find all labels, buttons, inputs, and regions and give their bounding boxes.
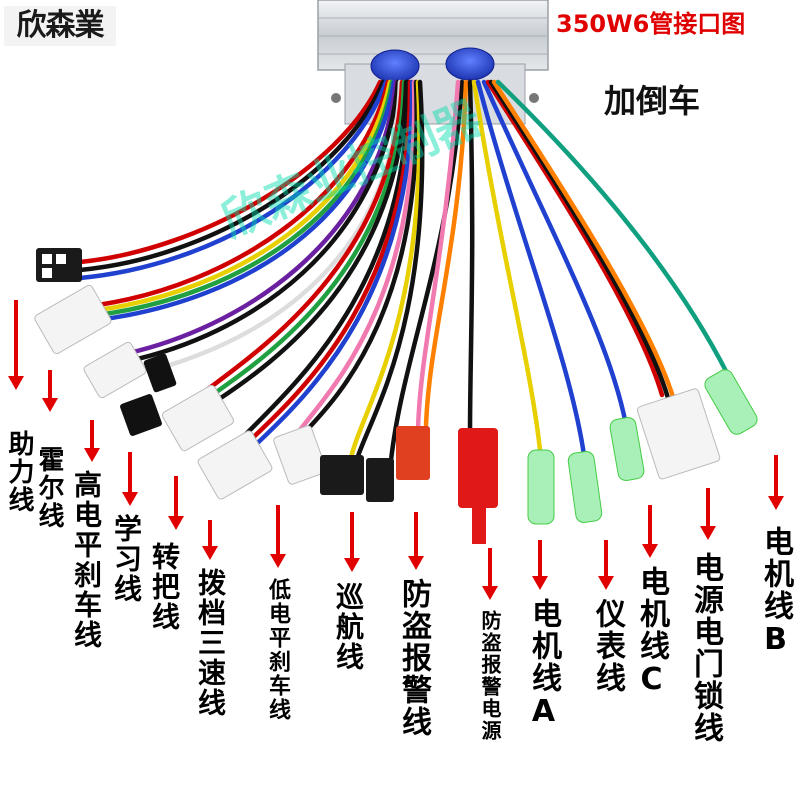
arrow-head [84, 448, 100, 462]
arrow-head [168, 516, 184, 530]
arrow-head [408, 556, 424, 570]
motor-c-bullet [609, 416, 645, 482]
wire-bundle [77, 79, 731, 473]
arrow-head [8, 376, 24, 390]
brand-logo: 欣森業 [4, 6, 116, 46]
three-speed-connector [197, 430, 273, 500]
high-brake-connector [83, 341, 147, 399]
label-high-brake: 高电平刹车线 [70, 470, 103, 650]
page-subtitle: 加倒车 [604, 82, 701, 120]
page-title: 350W6管接口图 [556, 10, 746, 38]
label-alarm: 防盗报警线 [396, 578, 431, 738]
label-motor-a: 电机线A [526, 598, 561, 731]
label-three-speed: 拨档三速线 [194, 568, 227, 718]
label-alarm-power: 防盗报警电源 [478, 610, 502, 742]
low-brake-connector [273, 425, 327, 485]
meter-bullet [567, 451, 603, 523]
label-power-lock: 电源电门锁线 [688, 552, 723, 744]
left-grommet [370, 49, 420, 83]
throttle-connector [161, 384, 235, 452]
arrows [8, 300, 784, 600]
alarm-power-connector [458, 428, 498, 508]
label-assist: 助力线 [4, 430, 34, 514]
label-cruise: 巡航线 [332, 582, 365, 672]
connectors [34, 248, 758, 544]
arrow-head [598, 576, 614, 590]
arrow-head [768, 496, 784, 510]
motor-a-bullet [527, 449, 555, 525]
arrow-head [482, 586, 498, 600]
right-grommet [445, 47, 495, 81]
arrow-head [270, 554, 286, 568]
controller-box [317, 0, 549, 125]
alarm-red-connector [396, 426, 430, 480]
label-motor-b: 电机线B [758, 526, 793, 659]
label-learn: 学习线 [110, 514, 143, 604]
arrow-head [642, 544, 658, 558]
cruise-connector [320, 455, 364, 495]
label-meter: 仪表线 [590, 598, 625, 694]
arrow-head [700, 526, 716, 540]
alarm-black-connector [366, 458, 394, 502]
arrow-head [42, 398, 58, 412]
arrow-head [202, 546, 218, 560]
arrow-head [532, 576, 548, 590]
label-hall: 霍尔线 [34, 446, 64, 530]
arrow-head [122, 492, 138, 506]
hall-connector [34, 284, 112, 355]
arrow-head [344, 558, 360, 572]
label-throttle: 转把线 [148, 542, 181, 632]
label-motor-c: 电机线C [634, 566, 669, 699]
learn-connector [143, 353, 177, 393]
motor-b-bullet [704, 369, 758, 435]
power-lock-connector [636, 388, 721, 480]
label-low-brake: 低电平刹车线 [265, 578, 290, 722]
